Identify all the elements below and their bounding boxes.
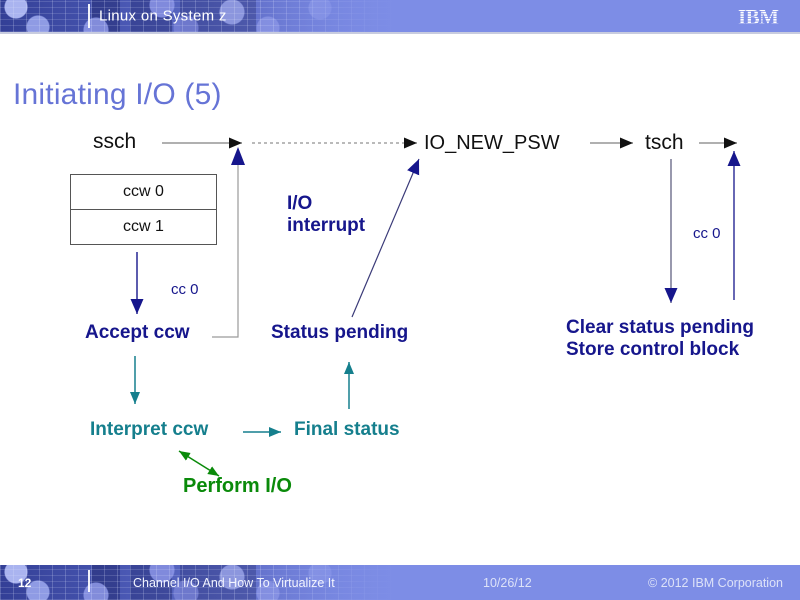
label-io-interrupt-line2: interrupt bbox=[287, 214, 366, 236]
footer-copyright: © 2012 IBM Corporation bbox=[648, 575, 783, 590]
node-status-pending: Status pending bbox=[271, 322, 409, 343]
node-clear-status-line2: Store control block bbox=[566, 338, 740, 360]
header-banner: Linux on System z IBM bbox=[0, 0, 800, 32]
node-final-status: Final status bbox=[294, 419, 400, 440]
header-product-name: Linux on System z bbox=[99, 7, 227, 25]
page-title: Initiating I/O (5) bbox=[13, 78, 222, 111]
node-interpret-ccw: Interpret ccw bbox=[90, 419, 209, 440]
ccw0-label: ccw 0 bbox=[123, 183, 164, 200]
ccw-chain-box: ccw 0 ccw 1 bbox=[70, 174, 217, 245]
footer-separator-bar bbox=[88, 570, 90, 592]
footer-deck-title: Channel I/O And How To Virtualize It bbox=[133, 575, 335, 590]
header-separator-bar bbox=[88, 4, 90, 28]
label-cc0-right: cc 0 bbox=[693, 225, 721, 242]
node-clear-status: Clear status pending Store control block bbox=[566, 317, 754, 361]
node-perform-io: Perform I/O bbox=[183, 475, 292, 497]
banner-pattern bbox=[0, 0, 430, 32]
node-clear-status-line1: Clear status pending bbox=[566, 317, 754, 338]
label-io-interrupt-line1: I/O bbox=[287, 193, 313, 214]
node-io-new-psw: IO_NEW_PSW bbox=[424, 132, 560, 154]
ibm-logo: IBM bbox=[738, 7, 780, 26]
footer-banner: 12 Channel I/O And How To Virtualize It … bbox=[0, 565, 800, 600]
slide-number: 12 bbox=[18, 575, 32, 590]
node-ssch: ssch bbox=[93, 130, 137, 153]
ccw1-label: ccw 1 bbox=[123, 218, 164, 235]
footer-date: 10/26/12 bbox=[483, 575, 532, 590]
header-hairline bbox=[0, 32, 800, 34]
node-tsch: tsch bbox=[645, 131, 684, 154]
ccw1-cell: ccw 1 bbox=[71, 210, 216, 244]
label-cc0-left: cc 0 bbox=[171, 281, 199, 298]
label-io-interrupt: I/O interrupt bbox=[287, 193, 365, 237]
footer-pattern bbox=[0, 565, 430, 600]
ccw0-cell: ccw 0 bbox=[71, 175, 216, 210]
node-accept-ccw: Accept ccw bbox=[85, 322, 190, 343]
